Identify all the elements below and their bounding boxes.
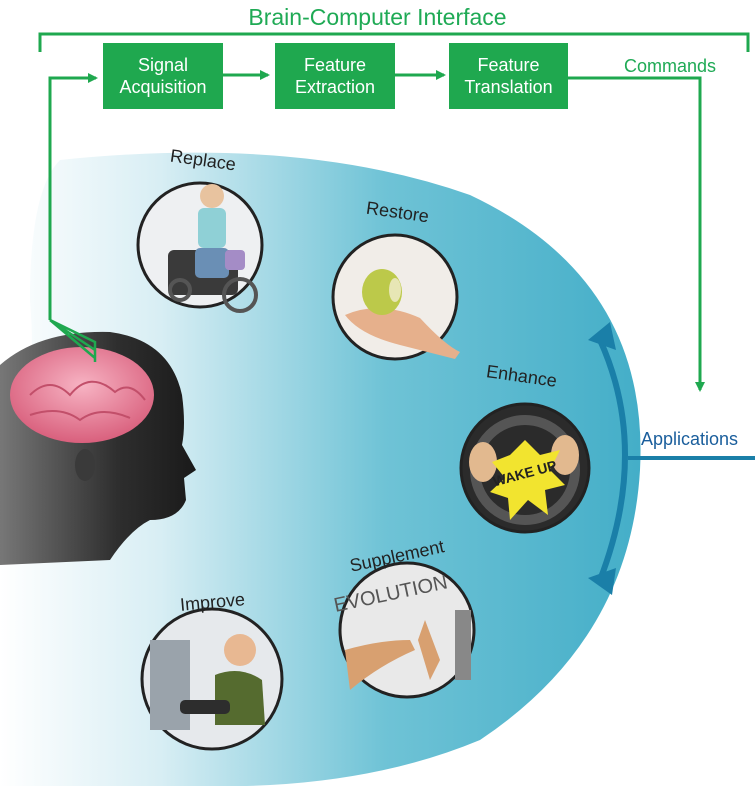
replace-image <box>136 181 264 313</box>
arc-arrowhead-top <box>588 322 616 350</box>
supplement-image: EVOLUTION <box>332 561 476 699</box>
enhance-image: WAKE UP <box>459 402 591 534</box>
brain-icon <box>10 347 154 443</box>
box-line-1: Signal <box>137 55 189 75</box>
box-line-1: Feature <box>477 55 540 75</box>
bci-bracket <box>38 32 750 52</box>
signal-arrow <box>48 73 98 320</box>
box-line-2: Extraction <box>294 77 376 97</box>
commands-label: Commands <box>624 56 717 76</box>
box-line-1: Feature <box>303 55 367 75</box>
applications-label: Applications <box>641 429 739 449</box>
restore-image <box>331 233 460 361</box>
arc-arrowhead-bottom <box>588 568 616 595</box>
applications-arc <box>597 338 628 582</box>
commands-arrow <box>568 76 705 392</box>
box-line-2: Acquisition <box>119 77 207 97</box>
head-icon <box>0 331 196 565</box>
applications-oval <box>0 152 641 786</box>
electrode-lines <box>49 318 97 362</box>
improve-image <box>140 607 284 751</box>
box-line-2: Translation <box>464 77 553 97</box>
diagram-title: Brain-Computer Interface <box>248 4 507 30</box>
